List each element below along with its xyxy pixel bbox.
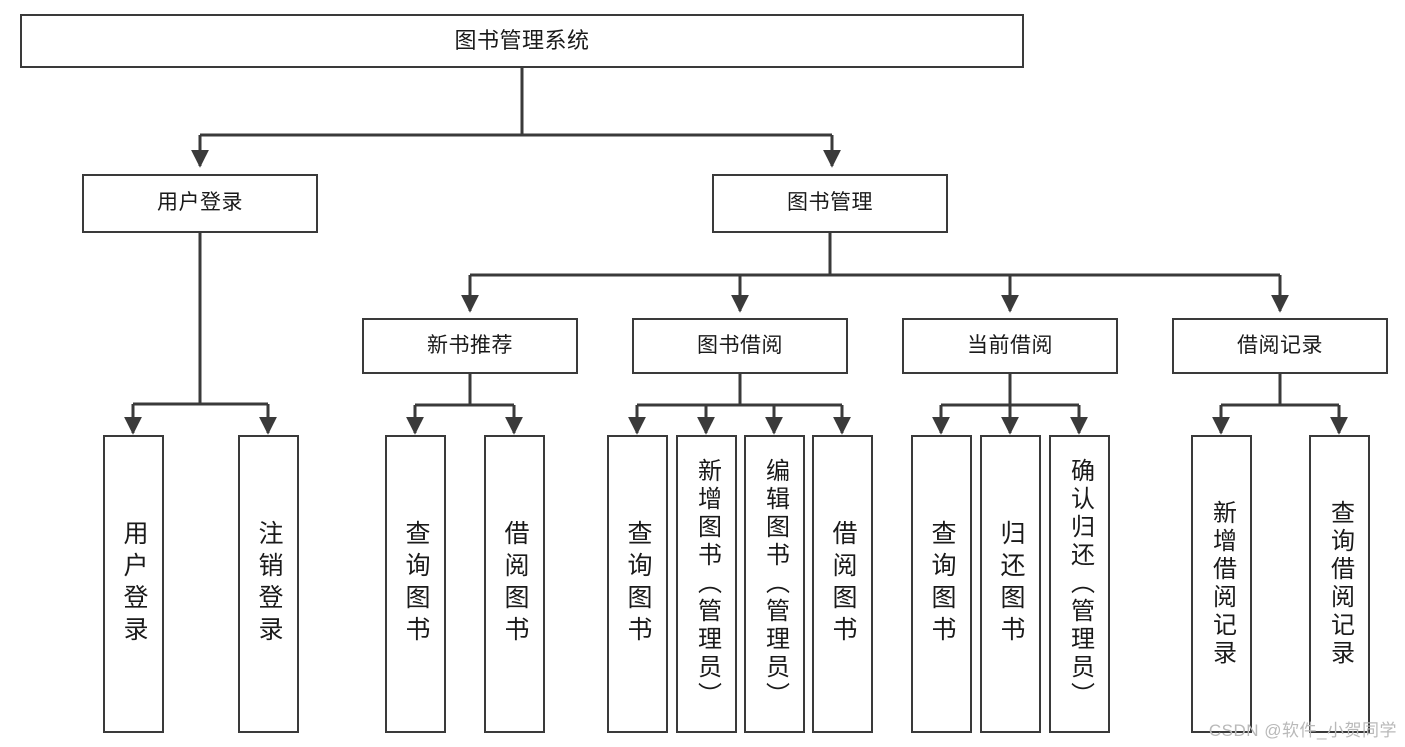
node-book-borrow[interactable]: 图书借阅 bbox=[632, 318, 848, 374]
leaf-user-login-signout-label: 注销登录 bbox=[255, 520, 283, 648]
leaf-borrow-borrow-book-label: 借阅图书 bbox=[829, 520, 857, 648]
node-book-borrow-label: 图书借阅 bbox=[697, 333, 783, 357]
leaf-borrow-query-book[interactable]: 查询图书 bbox=[607, 435, 668, 733]
node-root-system-label: 图书管理系统 bbox=[454, 28, 590, 54]
node-user-login[interactable]: 用户登录 bbox=[82, 174, 318, 233]
leaf-record-query-label: 查询借阅记录 bbox=[1326, 500, 1354, 668]
leaf-borrow-query-book-label: 查询图书 bbox=[624, 520, 652, 648]
node-book-management-label: 图书管理 bbox=[787, 191, 873, 215]
leaf-borrow-add-book-admin-label: 新增图书（管理员） bbox=[693, 458, 721, 710]
leaf-borrow-borrow-book[interactable]: 借阅图书 bbox=[812, 435, 873, 733]
leaf-user-login-signin[interactable]: 用户登录 bbox=[103, 435, 164, 733]
leaf-new-book-query-label: 查询图书 bbox=[402, 520, 430, 648]
leaf-user-login-signout[interactable]: 注销登录 bbox=[238, 435, 299, 733]
node-current-borrow-label: 当前借阅 bbox=[967, 333, 1053, 357]
leaf-record-query[interactable]: 查询借阅记录 bbox=[1309, 435, 1370, 733]
leaf-borrow-edit-book-admin[interactable]: 编辑图书（管理员） bbox=[744, 435, 805, 733]
node-book-management[interactable]: 图书管理 bbox=[712, 174, 948, 233]
leaf-new-book-borrow-label: 借阅图书 bbox=[501, 520, 529, 648]
node-new-book-recommend-label: 新书推荐 bbox=[427, 333, 513, 357]
node-current-borrow[interactable]: 当前借阅 bbox=[902, 318, 1118, 374]
leaf-current-return-book[interactable]: 归还图书 bbox=[980, 435, 1041, 733]
node-borrow-record[interactable]: 借阅记录 bbox=[1172, 318, 1388, 374]
node-new-book-recommend[interactable]: 新书推荐 bbox=[362, 318, 578, 374]
leaf-record-add[interactable]: 新增借阅记录 bbox=[1191, 435, 1252, 733]
leaf-record-add-label: 新增借阅记录 bbox=[1208, 500, 1236, 668]
leaf-borrow-edit-book-admin-label: 编辑图书（管理员） bbox=[761, 458, 789, 710]
leaf-current-query-book[interactable]: 查询图书 bbox=[911, 435, 972, 733]
node-root-system[interactable]: 图书管理系统 bbox=[20, 14, 1024, 68]
node-borrow-record-label: 借阅记录 bbox=[1237, 333, 1323, 357]
leaf-new-book-query[interactable]: 查询图书 bbox=[385, 435, 446, 733]
leaf-current-confirm-return-admin[interactable]: 确认归还（管理员） bbox=[1049, 435, 1110, 733]
leaf-current-confirm-return-admin-label: 确认归还（管理员） bbox=[1066, 458, 1094, 710]
csdn-watermark: CSDN @软件_小贺同学 bbox=[1208, 721, 1397, 740]
leaf-new-book-borrow[interactable]: 借阅图书 bbox=[484, 435, 545, 733]
leaf-current-return-book-label: 归还图书 bbox=[997, 520, 1025, 648]
leaf-borrow-add-book-admin[interactable]: 新增图书（管理员） bbox=[676, 435, 737, 733]
node-user-login-label: 用户登录 bbox=[157, 191, 243, 215]
leaf-user-login-signin-label: 用户登录 bbox=[120, 520, 148, 648]
leaf-current-query-book-label: 查询图书 bbox=[928, 520, 956, 648]
